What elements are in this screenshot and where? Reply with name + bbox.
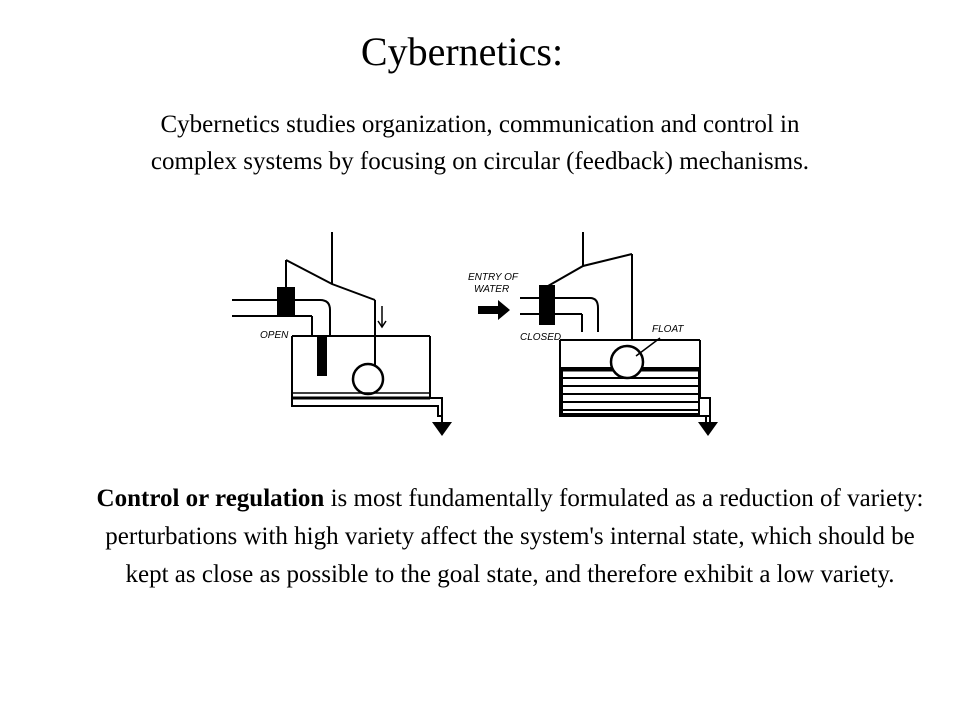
entry-of-water-label-line2: WATER <box>474 284 509 295</box>
intro-text: Cybernetics studies organization, commun… <box>150 111 810 175</box>
regulation-line1: Control or regulation is most fundamenta… <box>90 480 930 518</box>
regulation-paragraph2: perturbations with high variety affect t… <box>105 523 915 588</box>
regulation-line1-rest: is most fundamentally formulated as a re… <box>324 485 924 512</box>
entry-of-water-label-line1: ENTRY OF <box>468 272 519 283</box>
right-closed-valve-system <box>478 232 711 424</box>
float-label: FLOAT <box>652 324 684 335</box>
regulation-text: Control or regulation is most fundamenta… <box>90 480 930 594</box>
regulation-emphasis: Control or regulation <box>96 485 325 512</box>
float-valve-diagram: OPEN ENTRY OF WATER CLOSED FLOAT <box>220 228 730 446</box>
left-open-valve-system <box>232 232 443 423</box>
closed-label: CLOSED <box>520 332 561 343</box>
float-valve-illustration: OPEN ENTRY OF WATER CLOSED FLOAT <box>232 232 718 436</box>
open-label: OPEN <box>260 330 289 341</box>
slide-title: Cybernetics: <box>360 29 564 74</box>
